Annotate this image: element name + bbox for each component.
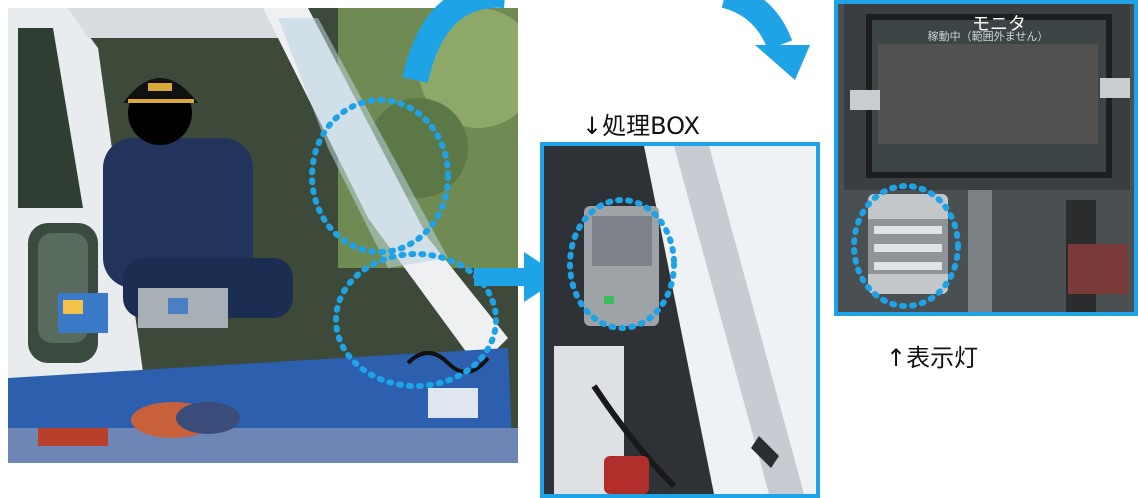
lamp-caption: ↑表示灯 bbox=[886, 344, 979, 372]
box-caption: ↓処理BOX bbox=[582, 112, 700, 140]
processing-box-photo bbox=[540, 142, 820, 498]
crane-cab-photo bbox=[8, 8, 518, 463]
monitor-screen-text: 稼動中（範囲外ません） bbox=[928, 29, 1049, 43]
curved-arrow-icon bbox=[402, 0, 810, 84]
monitor-caption: モニタ bbox=[972, 14, 1026, 35]
monitor-photo: 稼動中（範囲外ません） bbox=[834, 0, 1138, 316]
